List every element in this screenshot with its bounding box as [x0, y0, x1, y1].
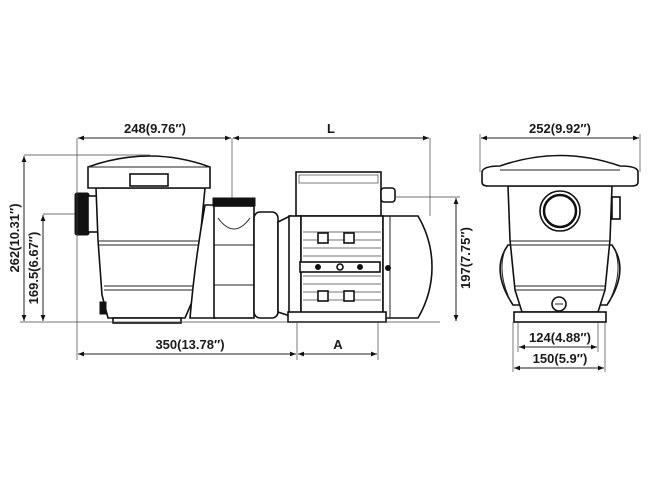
dim-A-label: A — [333, 337, 343, 352]
strainer-basket — [95, 187, 206, 319]
cable-gland — [380, 187, 396, 203]
motor-feet — [287, 311, 387, 323]
front-view-dimensions: 252(9.92″) 124(4.88″) 150(5.9″) — [479, 121, 641, 372]
dim-350-label: 350(13.78″) — [155, 337, 224, 352]
lid — [87, 155, 211, 189]
dim-262-label: 262(10.31″) — [7, 203, 22, 272]
side-view-dimensions: 248(9.76″) L 262(10.31″) 169.5(6.67″) 19… — [7, 121, 473, 360]
dim-L-label: L — [327, 121, 335, 136]
side-view-pump — [74, 155, 433, 324]
front-view-pump — [481, 154, 639, 323]
dim-150-label: 150(5.9″) — [533, 351, 588, 366]
junction-box — [295, 171, 382, 217]
motor-end-cap — [382, 215, 433, 319]
dim-248-label: 248(9.76″) — [124, 121, 186, 136]
dim-197-label: 197(7.75″) — [458, 227, 473, 289]
dim-252-label: 252(9.92″) — [529, 121, 591, 136]
dim-169-label: 169.5(6.67″) — [26, 232, 41, 305]
front-base — [513, 311, 607, 323]
inlet-port-front — [539, 190, 581, 232]
dim-124-label: 124(4.88″) — [529, 330, 591, 345]
front-lid — [481, 154, 639, 187]
outlet-port — [212, 197, 256, 207]
lid-handle — [129, 173, 169, 187]
